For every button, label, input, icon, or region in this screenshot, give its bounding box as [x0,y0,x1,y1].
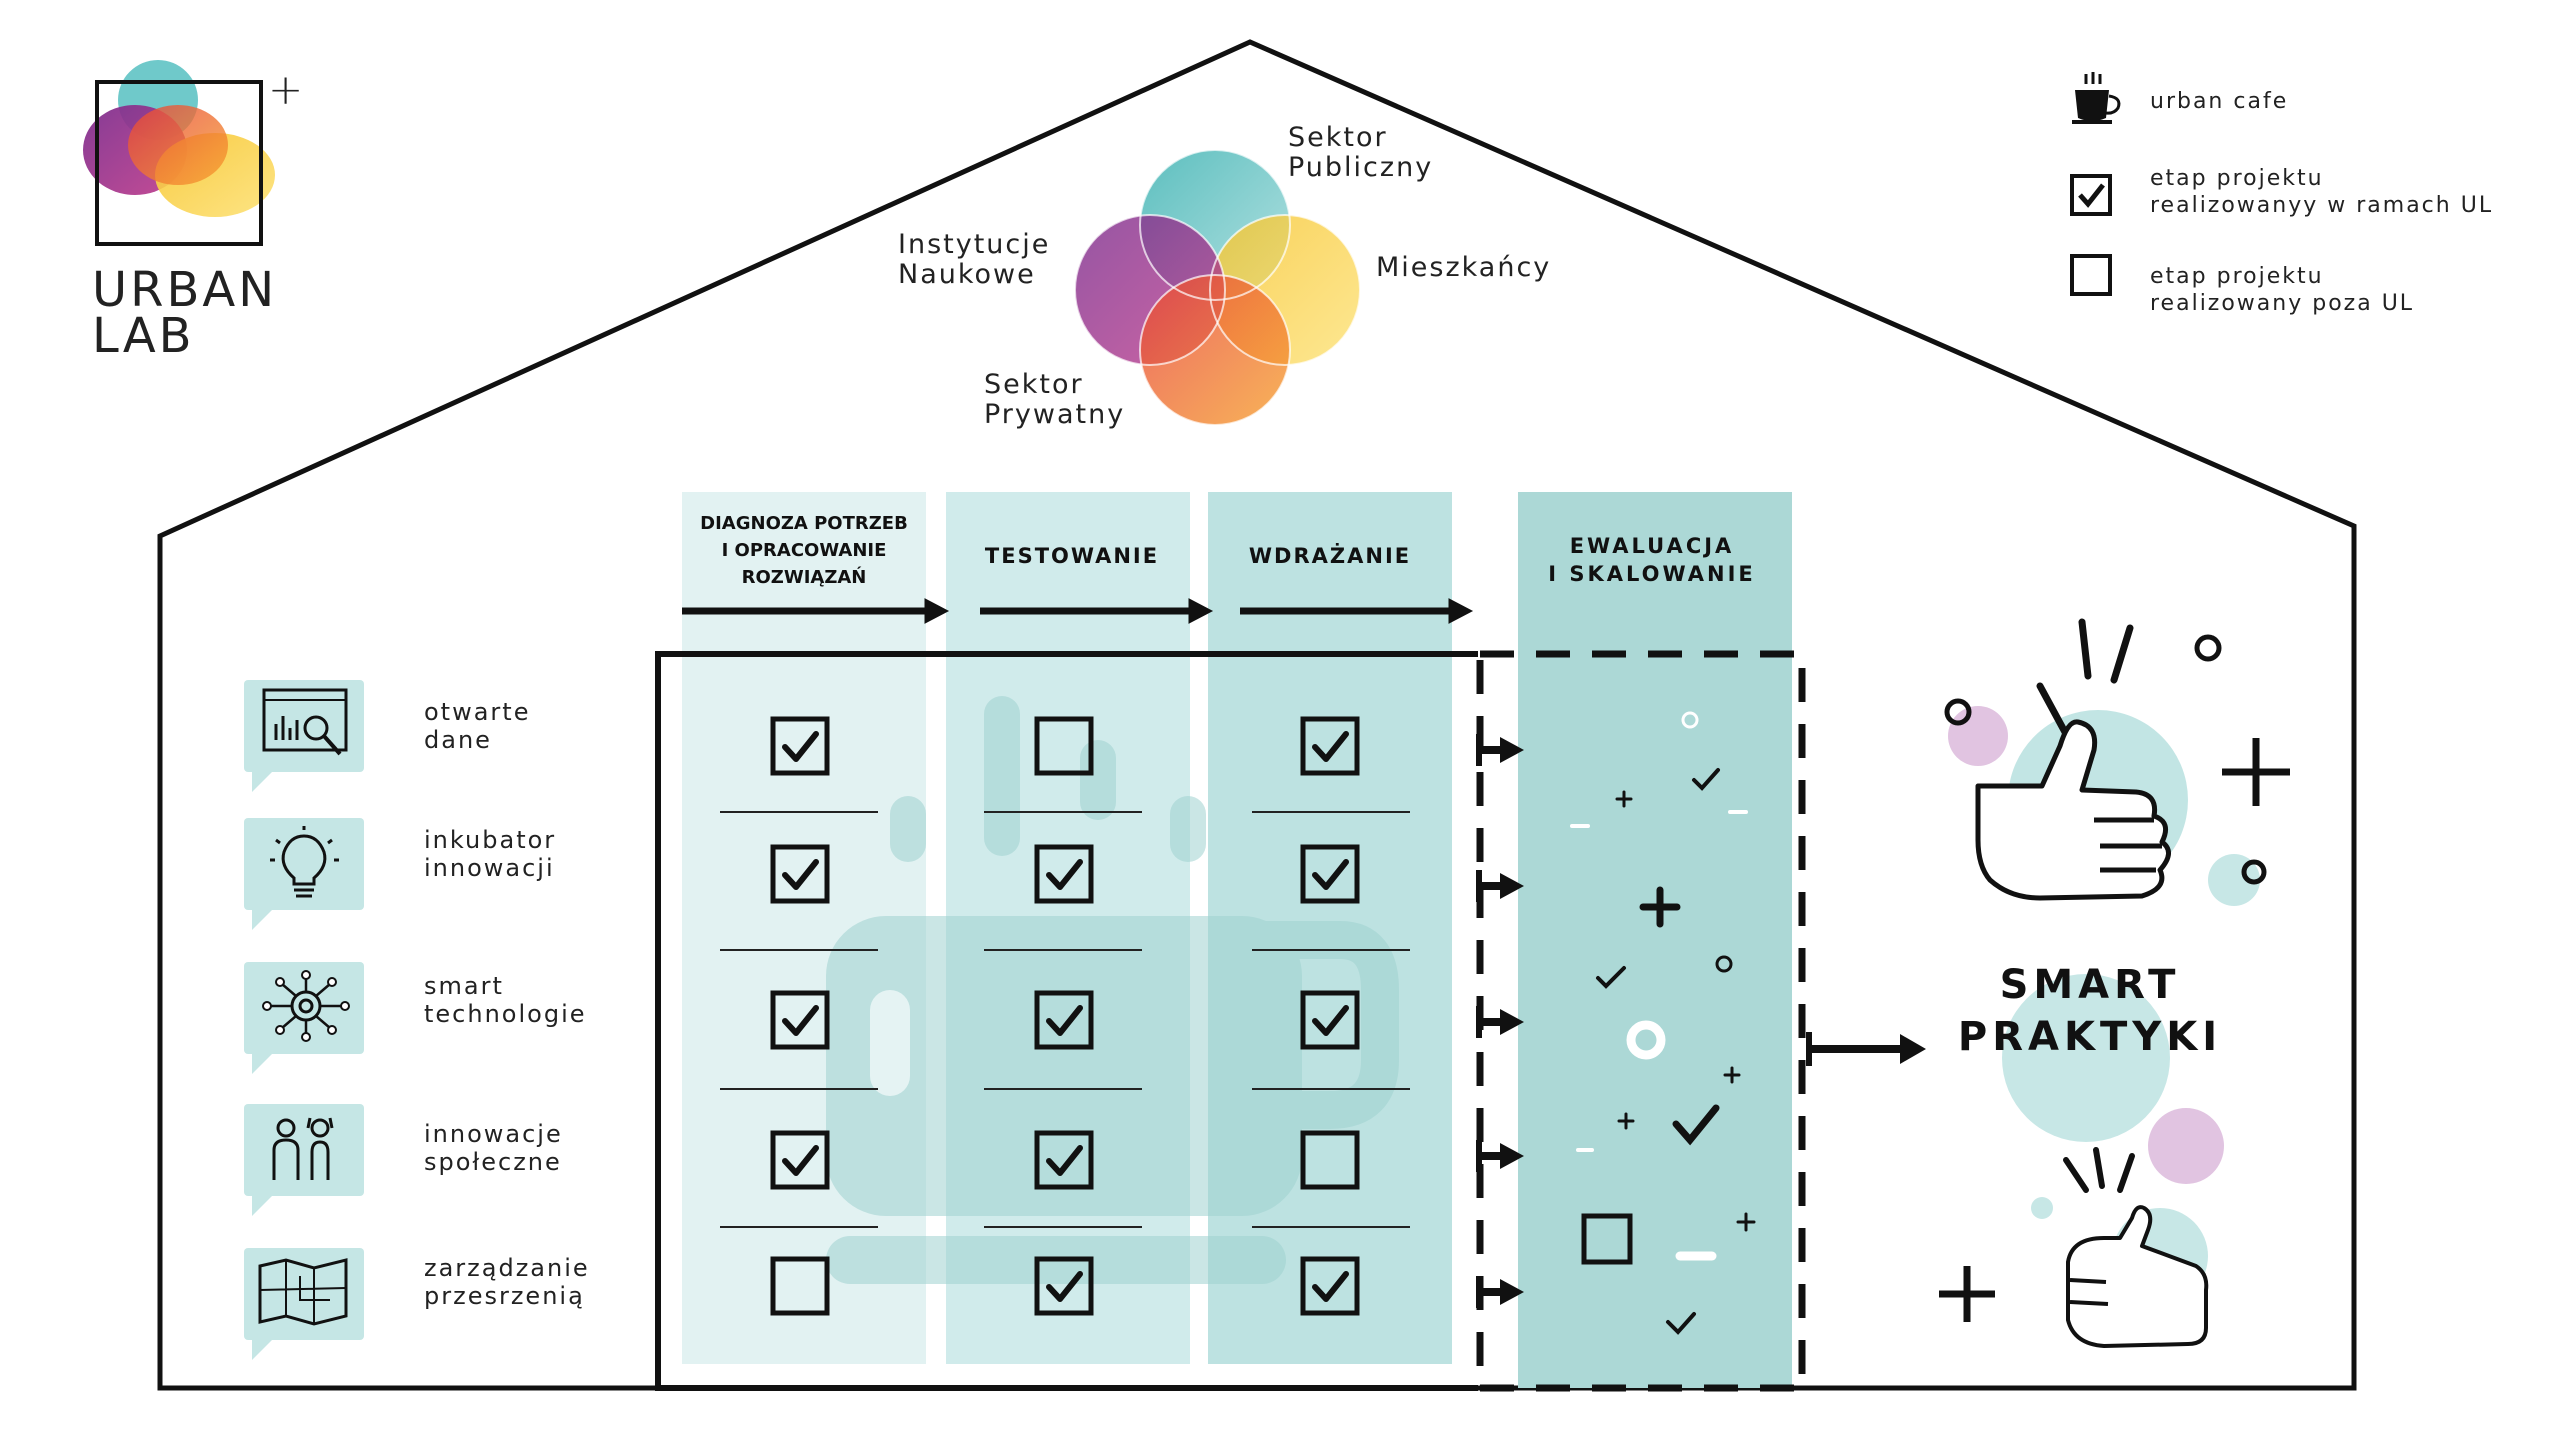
empty-box [1300,1130,1360,1190]
row-label-4b: społeczne [424,1148,562,1176]
legend: urban cafe etap projektu realizowanyy w … [2070,72,2493,316]
network-gear-icon [244,962,364,1074]
legend-cafe-label: urban cafe [2150,89,2288,114]
checked-box [770,990,830,1050]
result-decorations [1939,618,2290,1322]
checkbox-grid [770,716,1360,1316]
lightbulb-icon [244,818,364,930]
column-header-wdrazanie: WDRAŻANIE [1249,543,1411,568]
row-label-3b: technologie [424,1000,587,1028]
stakeholder-venn: Sektor Publiczny Instytucje Naukowe Mies… [898,122,1551,430]
row-arrow [1476,734,1524,766]
row-label-2b: innowacji [424,854,555,882]
column-header-diagnoza-3: ROZWIĄZAŃ [742,566,867,588]
map-icon [244,1248,364,1360]
checked-box [1034,844,1094,904]
venn-label-left-2: Naukowe [898,259,1036,290]
checked-box [1034,990,1094,1050]
column-header-ewaluacja-1: EWALUACJA [1570,534,1735,558]
checked-box-icon [2070,174,2112,216]
column-header-diagnoza: DIAGNOZA POTRZEB I OPRACOWANIE ROZWIĄZAŃ [700,513,908,588]
venn-label-top-2: Publiczny [1288,152,1433,183]
result-title-2: PRAKTYKI [1958,1014,2222,1060]
coffee-cup-icon [2072,72,2121,124]
row-label-5a: zarządzanie [424,1254,590,1282]
people-icon [244,1104,364,1216]
venn-label-bottom-1: Sektor [984,369,1084,400]
row-icons: otwarte dane inkubator innowacji smart t… [244,680,590,1360]
urban-cafe-watermark [826,696,1399,1284]
row-label-2a: inkubator [424,826,556,854]
venn-label-bottom-2: Prywatny [984,399,1125,430]
row-arrow [1476,870,1524,902]
column-bg-ewaluacja [1518,492,1792,1388]
venn-label-right: Mieszkańcy [1376,252,1551,283]
column-header-diagnoza-2: I OPRACOWANIE [722,540,887,561]
row-dividers [720,811,1410,1228]
checked-box [1300,844,1360,904]
checked-box [770,1130,830,1190]
checked-box [770,716,830,776]
legend-inside-2: realizowanyy w ramach UL [2150,193,2493,218]
logo-urban: URBAN [92,262,277,318]
venn-label-top-1: Sektor [1288,122,1388,153]
row-label-5b: przesrzenią [424,1282,585,1310]
logo-lab: LAB [92,308,195,364]
urban-lab-frame [655,651,1478,1391]
logo-plus: + [268,65,303,114]
house-outline [157,39,2357,1391]
checked-box [1300,1256,1360,1316]
checked-box [770,844,830,904]
empty-box [770,1256,830,1316]
result-title-1: SMART [2000,962,2181,1008]
open-data-icon [244,680,364,792]
checked-box [1300,716,1360,776]
row-arrow [1476,1276,1524,1308]
column-header-testowanie: TESTOWANIE [985,544,1159,568]
column-header-diagnoza-1: DIAGNOZA POTRZEB [700,513,908,534]
thumbs-up-icon-small [2066,1205,2209,1348]
row-label-1a: otwarte [424,698,530,726]
legend-inside-1: etap projektu [2150,166,2324,191]
row-label-1b: dane [424,726,492,754]
result-arrow [1806,1032,1926,1066]
checked-box [1034,1256,1094,1316]
row-label-4a: innowacje [424,1120,563,1148]
row-arrow [1476,1006,1524,1038]
urban-lab-logo: + URBAN LAB [83,60,303,364]
checked-box [1300,990,1360,1050]
process-arrows [682,598,1474,624]
checked-box [1034,1130,1094,1190]
row-arrow [1476,1140,1524,1172]
thumbs-up-icon-large [1975,719,2171,901]
empty-box [1034,716,1094,776]
evaluation-decorations [1570,711,1756,1335]
empty-box-icon [2070,254,2112,296]
legend-outside-1: etap projektu [2150,264,2324,289]
row-label-3a: smart [424,972,504,1000]
legend-outside-2: realizowany poza UL [2150,291,2414,316]
row-arrows-into-evaluation [1476,734,1524,1308]
venn-label-left-1: Instytucje [898,229,1050,260]
column-header-ewaluacja-2: I SKALOWANIE [1548,562,1755,586]
